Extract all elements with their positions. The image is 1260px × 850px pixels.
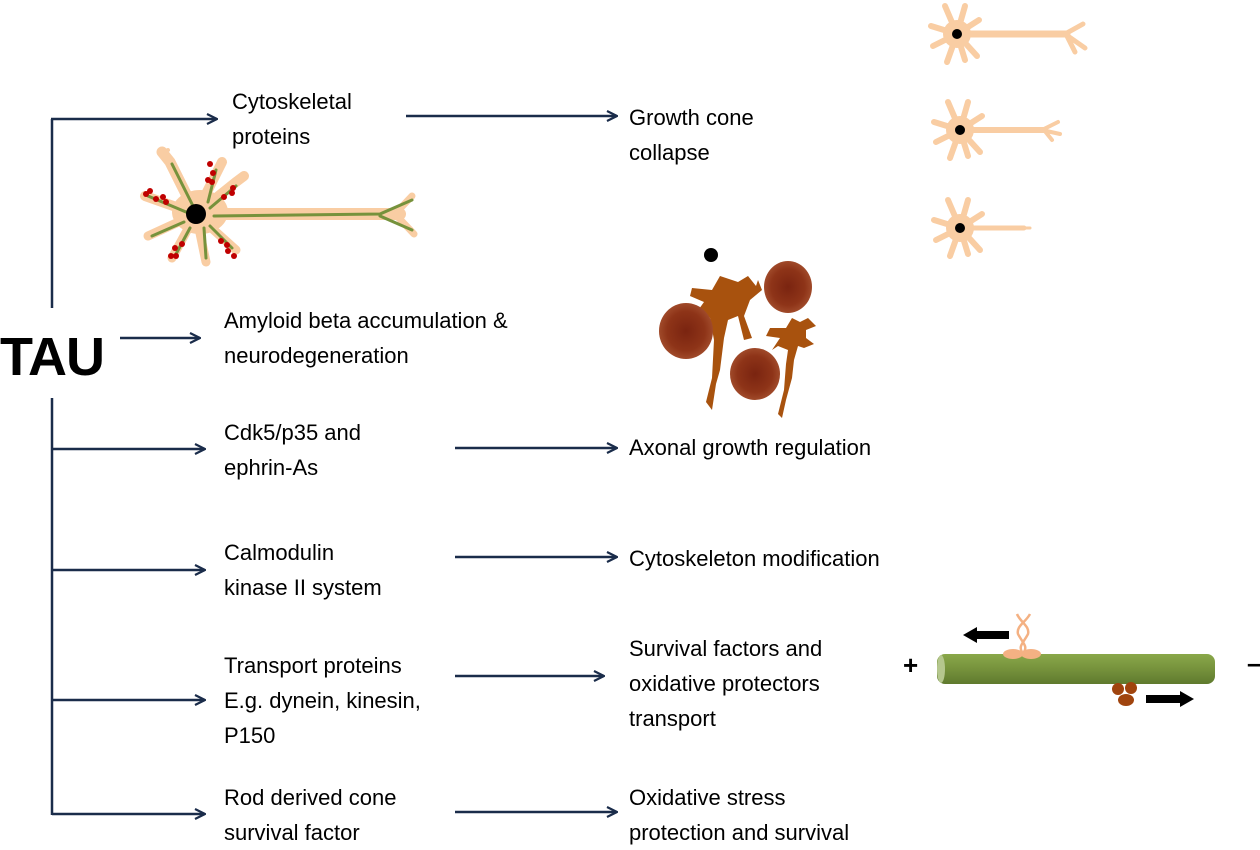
plaque: [659, 303, 713, 359]
dynein-motor: [1112, 682, 1137, 706]
amyloid-plaques-icon: [659, 248, 816, 418]
plaque: [764, 261, 812, 313]
microtubule-minus-end-label: –: [1247, 648, 1260, 679]
label-calmodulin-kinase: Calmodulin kinase II system: [224, 540, 382, 600]
nucleus-dot: [704, 248, 718, 262]
retrograde-arrow-icon: [963, 627, 1009, 643]
neuron-with-tau-icon: [140, 146, 418, 267]
label-amyloid-beta: Amyloid beta accumulation & neurodegener…: [224, 308, 508, 368]
label-rod-derived-cone-survival-factor: Rod derived cone survival factor: [224, 785, 397, 845]
tau-dots: [143, 161, 237, 259]
label-cdk5-ephrin: Cdk5/p35 and ephrin-As: [224, 420, 361, 480]
neuron-collapsed-growth-cone: [931, 197, 1032, 259]
microtubule-plus-end-label: +: [903, 650, 919, 680]
outcome-growth-cone-collapse: Growth cone collapse: [629, 105, 754, 165]
plaque: [730, 348, 780, 400]
outcome-oxidative-stress-protection: Oxidative stress protection and survival: [629, 785, 850, 845]
outcome-survival-factors-transport: Survival factors and oxidative protector…: [629, 636, 823, 731]
growth-cone-collapse-sequence-icon: [928, 3, 1088, 259]
microtubule: [937, 654, 1215, 684]
neuron-retracting-growth-cone: [931, 99, 1062, 161]
microtubule-motor-transport-icon: [937, 613, 1215, 707]
tau-title: TAU: [0, 327, 105, 387]
label-transport-proteins: Transport proteins E.g. dynein, kinesin,…: [224, 653, 421, 748]
kinesin-motor: [1015, 613, 1032, 653]
branch-arrows: [51, 119, 217, 814]
anterograde-arrow-icon: [1146, 691, 1194, 707]
outcome-arrows: [406, 116, 617, 812]
outcome-axonal-growth-regulation: Axonal growth regulation: [629, 435, 872, 460]
nucleus: [186, 204, 206, 224]
label-cytoskeletal-proteins: Cytoskeletal proteins: [232, 89, 352, 149]
outcome-cytoskeleton-modification: Cytoskeleton modification: [629, 546, 880, 571]
neuron-full-growth-cone: [928, 3, 1088, 65]
